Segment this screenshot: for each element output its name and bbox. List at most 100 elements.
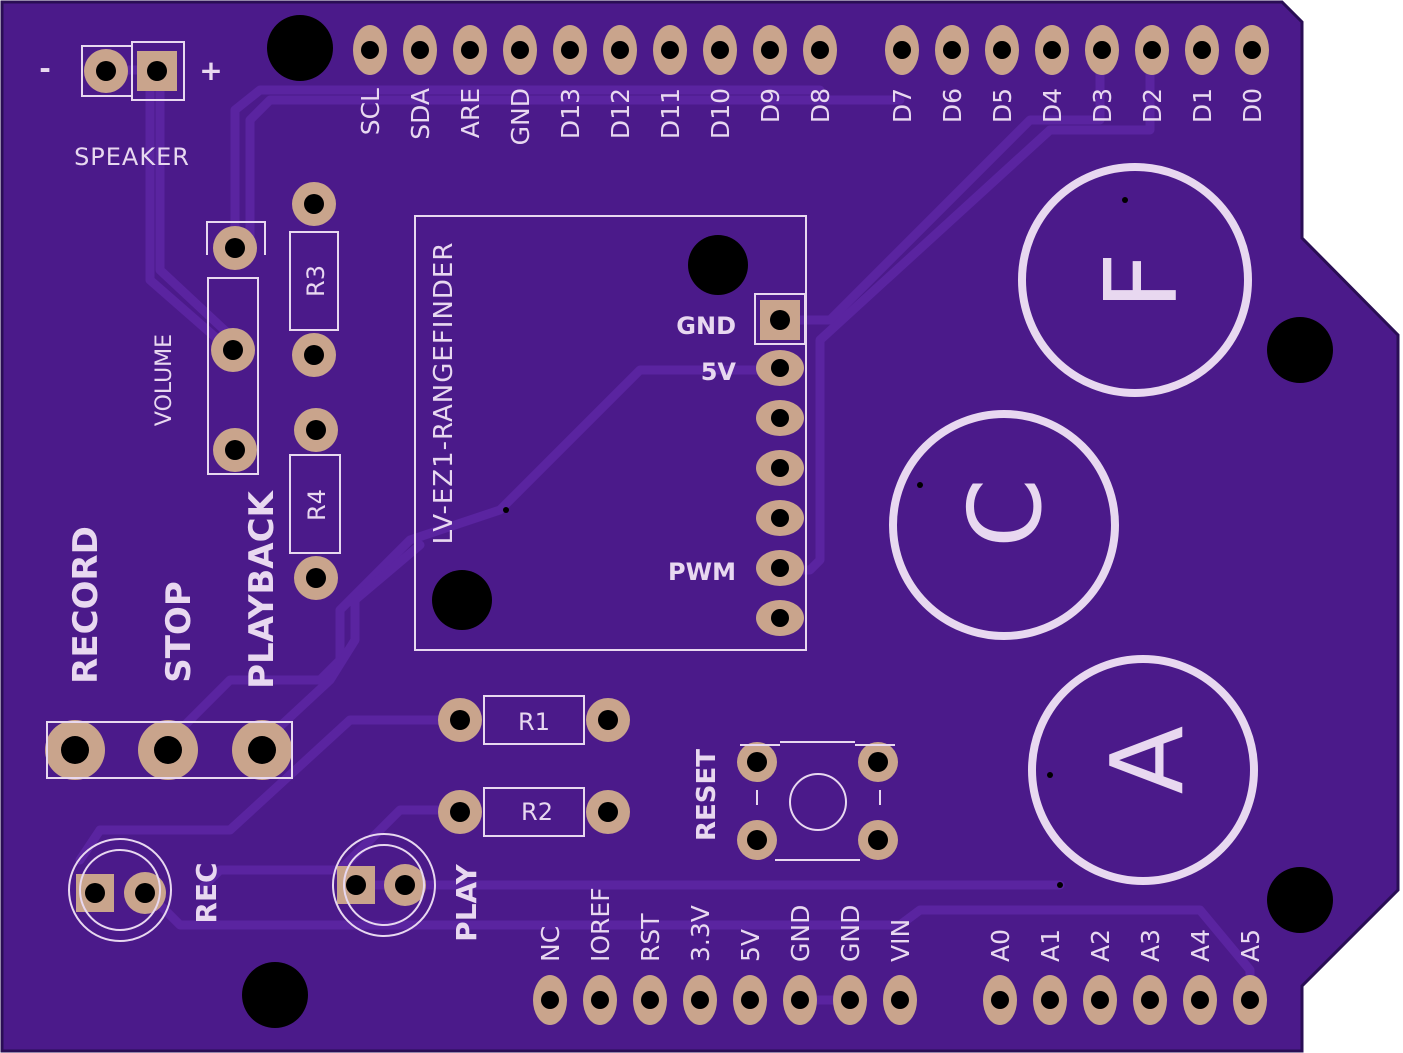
header-pin	[833, 975, 867, 1025]
header-pin	[403, 25, 437, 75]
silkscreen-outlines	[46, 41, 1258, 942]
sensor-pin	[756, 600, 804, 636]
header-pin	[353, 25, 387, 75]
header-pin	[1235, 25, 1269, 75]
play-led-pad-square	[337, 866, 375, 904]
note-c-circle	[889, 410, 1119, 640]
note-f-circle	[1018, 163, 1252, 397]
r2-outline	[483, 787, 585, 837]
header-pin	[1185, 25, 1219, 75]
play-led-outline	[332, 833, 436, 937]
power-header-label: GND	[786, 905, 815, 962]
play-led-outline-inner	[343, 844, 425, 926]
top-header-label: D12	[606, 88, 635, 139]
volume-pin	[213, 226, 257, 270]
analog-header-label: A1	[1036, 929, 1065, 962]
sensor-mounting-hole	[432, 570, 492, 630]
pads	[45, 25, 1269, 1025]
header-pin	[783, 975, 817, 1025]
r4-label: R4	[303, 489, 331, 521]
r3-pad	[292, 333, 336, 377]
r2-pad	[586, 790, 630, 834]
reset-switch-outline	[740, 741, 895, 861]
sensor-pin	[756, 450, 804, 486]
header-pin	[985, 25, 1019, 75]
power-header-label: 5V	[736, 929, 765, 962]
sensor-pin	[756, 350, 804, 386]
rec-led-outline-inner	[79, 849, 161, 931]
r1-pad	[438, 698, 482, 742]
top-header-label: D8	[806, 88, 835, 123]
header-pin	[583, 975, 617, 1025]
volume-bracket	[206, 221, 266, 255]
power-header-label: VIN	[886, 919, 915, 962]
sensor-pin-square	[760, 300, 800, 340]
sensor-pin	[756, 550, 804, 586]
button-record-pad	[45, 720, 105, 780]
reset-pin	[737, 742, 777, 782]
top-header-label: SDA	[406, 88, 435, 140]
reset-pin	[858, 742, 898, 782]
sensor-gnd-outline	[754, 293, 806, 345]
header-pin	[683, 975, 717, 1025]
header-pin	[1035, 25, 1069, 75]
header-pin	[703, 25, 737, 75]
r3-label: R3	[302, 265, 330, 297]
header-pin	[633, 975, 667, 1025]
power-header-label: RST	[636, 913, 665, 962]
rec-led-outline	[68, 838, 172, 942]
header-pin	[1083, 975, 1117, 1025]
r3-outline	[289, 231, 339, 331]
reset-pin	[737, 820, 777, 860]
header-pin	[503, 25, 537, 75]
reset-label: RESET	[692, 749, 722, 841]
header-pin	[885, 25, 919, 75]
speaker-pad-square	[137, 51, 177, 91]
note-a-circle	[1028, 655, 1258, 885]
speaker-plus-label: +	[199, 54, 222, 87]
header-pin	[1133, 975, 1167, 1025]
mounting-holes	[242, 15, 1333, 1028]
top-header2-label: D1	[1188, 88, 1217, 123]
mounting-hole	[1267, 317, 1333, 383]
header-pin	[1135, 25, 1169, 75]
sensor-pin	[756, 500, 804, 536]
volume-label: VOLUME	[152, 334, 177, 426]
rec-label: REC	[190, 862, 223, 923]
header-pin	[453, 25, 487, 75]
r4-pad	[294, 556, 338, 600]
sensor-pin	[756, 400, 804, 436]
power-header-label: NC	[536, 926, 565, 962]
header-pin	[733, 975, 767, 1025]
r1-label: R1	[518, 708, 550, 736]
stop-label: STOP	[159, 581, 199, 683]
header-pin	[1033, 975, 1067, 1025]
sensor-gnd-label: GND	[676, 312, 736, 340]
reset-pin	[858, 820, 898, 860]
header-pin	[533, 975, 567, 1025]
play-label: PLAY	[450, 863, 483, 941]
header-pin	[1233, 975, 1267, 1025]
r4-outline	[289, 454, 341, 554]
analog-header-label: A0	[986, 929, 1015, 962]
button-header-outline	[46, 721, 293, 779]
r4-pad	[294, 408, 338, 452]
copper-traces	[75, 55, 1255, 1005]
r3-pad	[292, 182, 336, 226]
speaker-pad	[84, 49, 128, 93]
header-pin	[1085, 25, 1119, 75]
top-header-label: D11	[656, 88, 685, 139]
header-pin	[883, 975, 917, 1025]
power-header-label: GND	[836, 905, 865, 962]
header-pin	[653, 25, 687, 75]
header-pin	[803, 25, 837, 75]
volume-pin	[213, 428, 257, 472]
volume-pin	[211, 328, 255, 372]
analog-header-label: A4	[1186, 929, 1215, 962]
mounting-hole	[242, 962, 308, 1028]
silk-dots	[503, 197, 1128, 888]
top-header-label: SCL	[356, 88, 385, 135]
button-playback-pad	[232, 720, 292, 780]
